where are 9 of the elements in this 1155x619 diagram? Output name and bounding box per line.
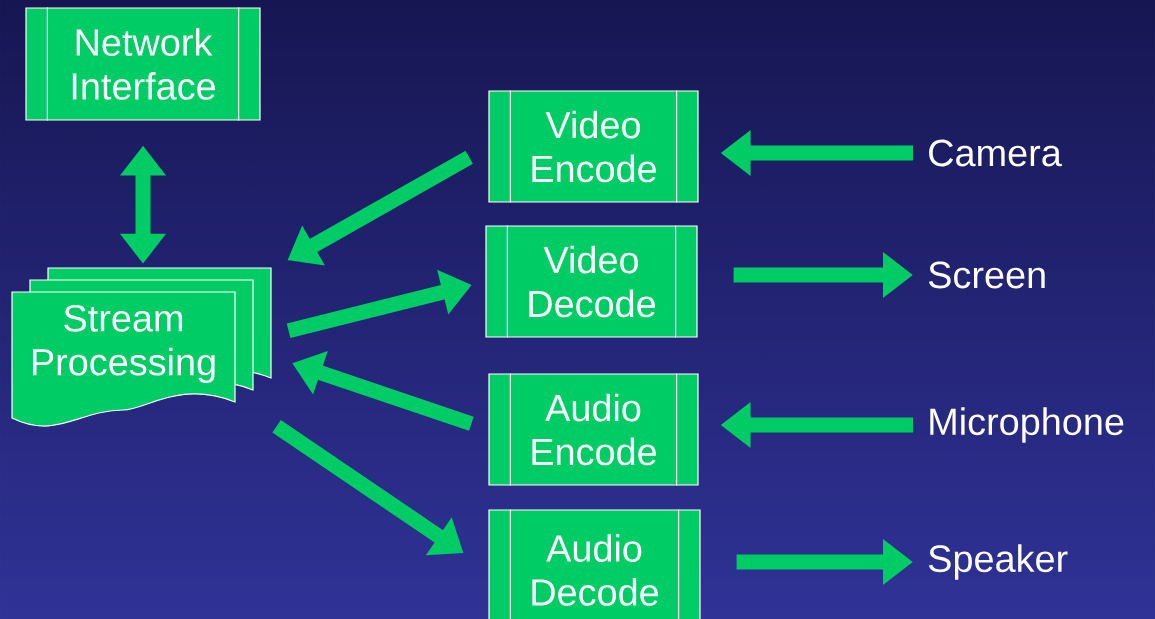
process-box: Video Decode — [485, 224, 698, 339]
device-label: Screen — [928, 261, 1045, 289]
device-label: Microphone — [930, 407, 1124, 443]
device-label: Camera — [929, 139, 1062, 167]
process-box: Audio Decode — [488, 508, 701, 619]
process-box: Network Interface — [25, 6, 261, 122]
process-box: Audio Encode — [488, 372, 699, 487]
process-box: Video Encode — [488, 89, 699, 204]
device-label: Speaker — [928, 544, 1068, 580]
